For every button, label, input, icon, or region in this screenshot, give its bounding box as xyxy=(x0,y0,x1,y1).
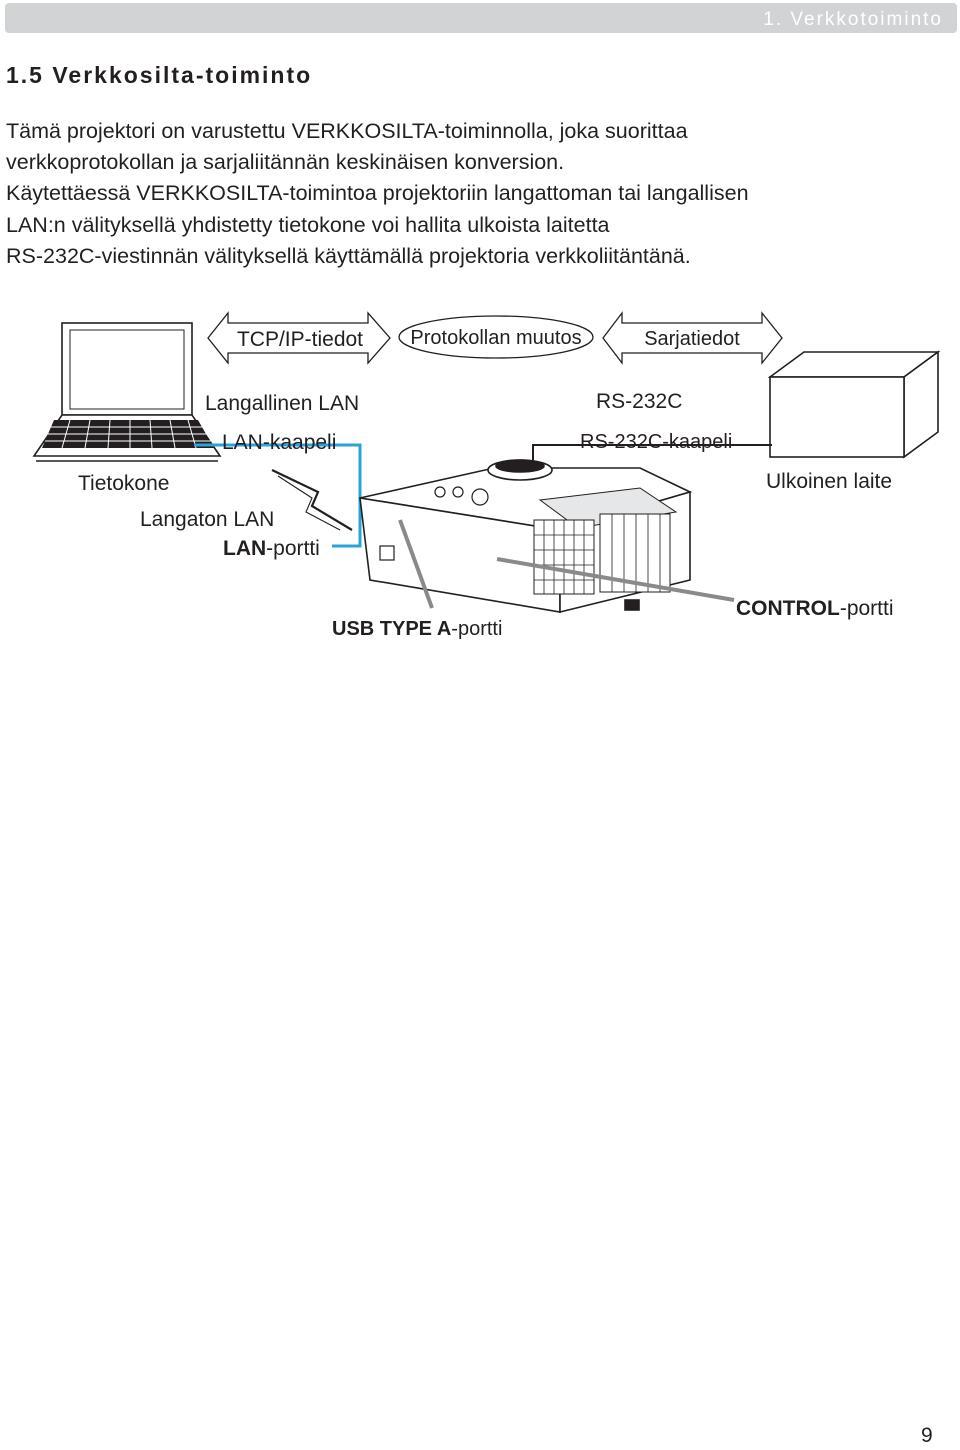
rs232c-label: RS-232C xyxy=(596,390,682,413)
chapter-header-bar: 1. Verkkotoiminto xyxy=(5,3,957,33)
usb-port-pointer xyxy=(398,519,434,609)
control-port-label-suffix: -portti xyxy=(840,597,894,620)
lan-port-label-suffix: -portti xyxy=(266,537,320,560)
tcpip-arrow xyxy=(207,311,391,365)
usb-port-label-bold: USB TYPE A xyxy=(332,618,451,640)
lan-cable xyxy=(194,443,362,548)
network-bridge-diagram: TCP/IP-tiedot Protokollan muutos Sarjati… xyxy=(32,311,941,640)
projector-icon xyxy=(359,459,693,614)
external-device-icon xyxy=(767,350,941,459)
body-line: Käytettäessä VERKKOSILTA-toimintoa proje… xyxy=(6,181,749,206)
protocol-conversion-ellipse xyxy=(398,315,594,359)
lan-port-label: LAN-portti xyxy=(223,537,320,560)
rs232c-cable-label: RS-232C-kaapeli xyxy=(580,431,732,453)
wireless-signal-icon xyxy=(271,469,353,531)
protocol-conversion-label: Protokollan muutos xyxy=(410,327,581,349)
body-line: RS-232C-viestinnän välityksellä käyttämä… xyxy=(6,243,691,268)
serial-data-label: Sarjatiedot xyxy=(644,328,740,350)
lan-cable-label: LAN-kaapeli xyxy=(222,431,336,454)
lan-port-label-bold: LAN xyxy=(223,537,266,560)
serial-data-arrow xyxy=(602,311,783,365)
control-port-label: CONTROL-portti xyxy=(736,597,894,620)
laptop-icon xyxy=(32,322,222,462)
body-paragraph: Tämä projektori on varustettu VERKKOSILT… xyxy=(6,116,956,272)
section-title: 1.5 Verkkosilta-toiminto xyxy=(6,62,313,88)
computer-label: Tietokone xyxy=(78,472,169,495)
page-number: 9 xyxy=(921,1424,933,1447)
usb-port-label: USB TYPE A-portti xyxy=(332,618,502,640)
wireless-lan-label: Langaton LAN xyxy=(140,508,274,531)
wired-lan-label: Langallinen LAN xyxy=(205,392,359,415)
external-device-label: Ulkoinen laite xyxy=(766,470,892,493)
tcpip-data-label: TCP/IP-tiedot xyxy=(237,328,363,351)
body-line: Tämä projektori on varustettu VERKKOSILT… xyxy=(6,119,688,143)
usb-port-label-suffix: -portti xyxy=(451,618,502,640)
body-line: LAN:n välityksellä yhdistetty tietokone … xyxy=(6,212,610,237)
control-port-label-bold: CONTROL xyxy=(736,597,840,620)
body-line: verkkoprotokollan ja sarjaliitännän kesk… xyxy=(6,150,565,175)
chapter-title: 1. Verkkotoiminto xyxy=(763,9,943,30)
control-port-pointer xyxy=(496,557,735,602)
